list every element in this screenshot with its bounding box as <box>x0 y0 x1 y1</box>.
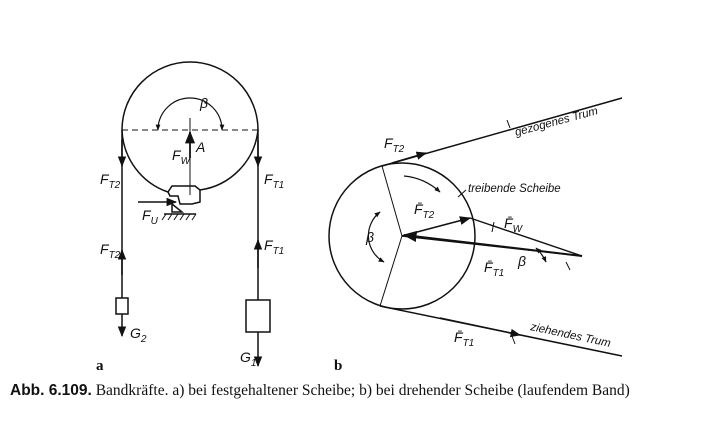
beta-arc-tri <box>535 247 547 263</box>
label-a-g1: G1 <box>240 349 256 369</box>
arrow-b-ft1 <box>439 317 522 338</box>
label-a-fu: FU <box>142 207 159 227</box>
label-gezogenes-trum: gezogenes Trum <box>514 105 600 139</box>
caption-number: Abb. 6.109. <box>10 382 92 399</box>
leader-treibende <box>457 189 467 198</box>
figure: β A FW FU FT2 FT2 FT1 FT1 G2 G1 a <box>96 61 623 374</box>
label-treibende-scheibe: treibende Scheibe <box>468 183 561 195</box>
pulley-b-circle <box>328 162 476 310</box>
label-b-ft2-tri: F̄T2 <box>414 201 435 221</box>
label-b-ft2-strand: FT2 <box>384 135 405 155</box>
pulley-a-circle-left <box>121 129 169 193</box>
label-a-ft2-bot: FT2 <box>100 241 121 261</box>
clamp-bracket <box>167 185 201 205</box>
tri-tick-2 <box>565 261 571 271</box>
label-a-fw: FW <box>172 147 192 167</box>
label-a-g2: G2 <box>130 325 147 345</box>
label-panel-b: b <box>334 358 342 374</box>
figure-caption: Abb. 6.109. Bandkräfte. a) bei festgehal… <box>10 381 722 400</box>
weight-g2 <box>115 297 129 315</box>
label-a-ft1-bot: FT1 <box>264 237 284 257</box>
label-a-ft2-top: FT2 <box>100 171 121 191</box>
beta-arc-b <box>367 211 385 263</box>
radius-b-upper <box>381 165 403 237</box>
pulley-a-circle <box>121 61 259 191</box>
label-b-ft1-tri: F̄T1 <box>484 259 504 279</box>
label-a-beta: β <box>199 95 208 111</box>
panel-a <box>115 61 271 368</box>
panel-b <box>328 97 623 357</box>
tri-close <box>469 217 583 257</box>
label-b-fw: F̄W <box>504 215 524 235</box>
tri-ft2 <box>401 216 472 237</box>
tri-tick-1 <box>491 221 495 233</box>
clamp-support <box>171 202 185 213</box>
label-b-beta-tri: β <box>517 253 526 269</box>
label-b-beta: β <box>365 229 374 245</box>
rotation-arrow-b <box>403 175 441 193</box>
beta-arc-a <box>155 97 225 131</box>
tri-ft1 <box>401 235 583 257</box>
ground-hatch <box>161 213 197 221</box>
weight-g1 <box>245 299 271 333</box>
label-a-A: A <box>195 139 205 155</box>
label-a-ft1-top: FT1 <box>264 171 284 191</box>
label-b-ft1-strand: F̄T1 <box>454 329 474 349</box>
caption-text: Bandkräfte. a) bei festgehaltener Scheib… <box>95 382 630 399</box>
tick-lower <box>511 335 516 345</box>
arrow-b-ft2 <box>391 151 428 164</box>
radius-b-lower <box>379 235 403 307</box>
label-panel-a: a <box>96 358 104 374</box>
tick-upper <box>506 119 511 129</box>
